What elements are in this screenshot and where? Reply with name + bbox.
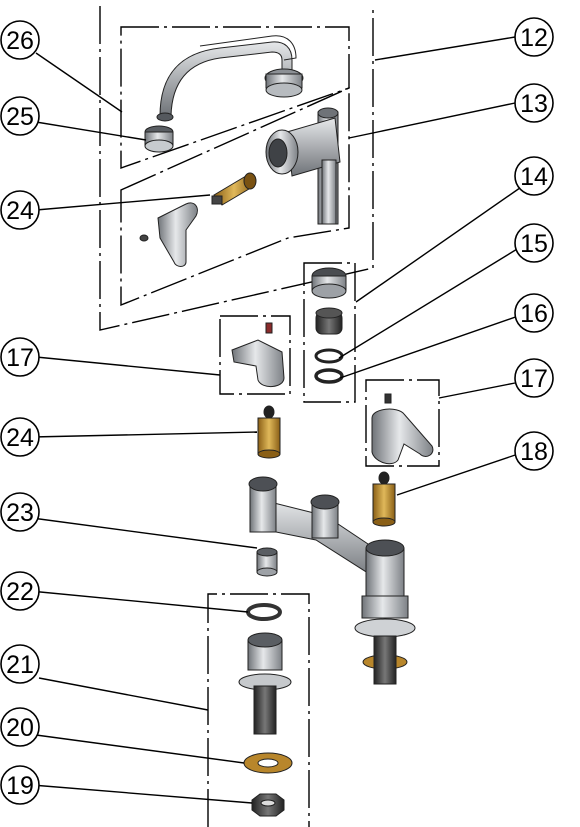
callout-22-label: 22 [6, 578, 34, 606]
cartridge-upper-part [211, 172, 257, 206]
handle-left-part [231, 322, 285, 387]
callout-26: 26 [0, 20, 40, 60]
callout-21: 21 [0, 644, 40, 684]
callout-17-left-label: 17 [6, 344, 34, 372]
callout-17-right-label: 17 [520, 365, 548, 393]
callout-20-label: 20 [6, 714, 34, 742]
callout-21-label: 21 [6, 651, 34, 679]
stem-parts-frame [303, 262, 356, 403]
check-valve-part [256, 547, 278, 577]
callout-25: 25 [0, 96, 40, 136]
callout-14-label: 14 [520, 163, 548, 191]
handle-frame-right [365, 379, 440, 467]
callout-22: 22 [0, 571, 40, 611]
callout-19: 19 [0, 765, 40, 805]
callout-12-label: 12 [520, 24, 548, 52]
cartridge-lower-part [257, 405, 281, 459]
callout-18-label: 18 [520, 438, 548, 466]
callout-23-label: 23 [6, 499, 34, 527]
callout-23: 23 [0, 492, 40, 532]
callout-15-label: 15 [520, 230, 548, 258]
callout-14: 14 [514, 156, 554, 196]
handle-right-part [371, 393, 434, 465]
callout-17-left: 17 [0, 337, 40, 377]
callout-24-lower: 24 [0, 417, 40, 457]
faucet-body-part [248, 476, 416, 685]
callout-18: 18 [514, 431, 554, 471]
callout-24-lower-label: 24 [6, 424, 34, 452]
callout-26-label: 26 [6, 27, 34, 55]
washer-22-part [246, 603, 282, 621]
callout-16-label: 16 [520, 300, 548, 328]
stem-spring-part [315, 307, 343, 335]
callout-25-label: 25 [6, 103, 34, 131]
callout-13-label: 13 [520, 90, 548, 118]
spout-assembly-frame [99, 6, 374, 331]
handle-upper-part [139, 202, 198, 267]
washer-16-part [314, 368, 344, 384]
handle-frame-left [219, 315, 291, 395]
leader-lines [29, 36, 528, 804]
callout-13: 13 [514, 83, 554, 123]
supply-parts-frame [207, 593, 310, 827]
cartridge-18-part [372, 471, 396, 527]
spout-body-part [265, 107, 341, 225]
callout-17-right: 17 [514, 358, 554, 398]
locknut-part [251, 793, 285, 817]
shank-part [238, 632, 292, 735]
washer-20-part [243, 752, 293, 774]
bonnet-nut-part [311, 267, 347, 299]
callout-16: 16 [514, 293, 554, 333]
washer-15-part [314, 348, 344, 364]
callout-24-upper: 24 [0, 190, 40, 230]
callout-20: 20 [0, 707, 40, 747]
swing-spout-part [156, 35, 304, 122]
callout-19-label: 19 [6, 772, 34, 800]
aerator-part [144, 125, 174, 153]
callout-24-upper-label: 24 [6, 197, 34, 225]
callout-15: 15 [514, 223, 554, 263]
callout-12: 12 [514, 17, 554, 57]
